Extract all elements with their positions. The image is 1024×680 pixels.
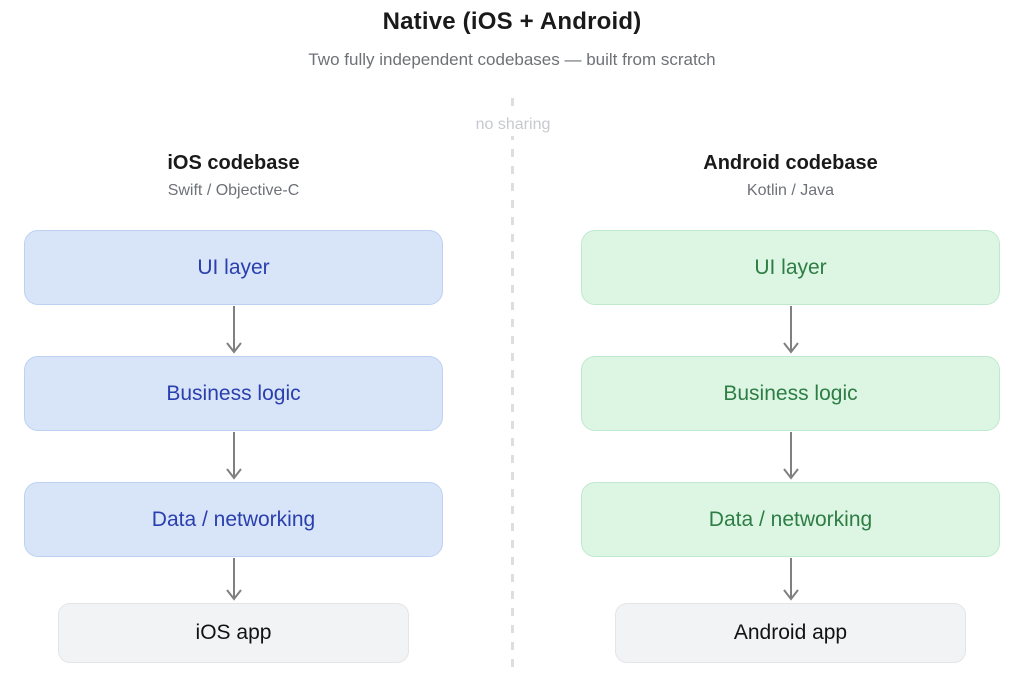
ios-data-networking-label: Data / networking bbox=[151, 507, 316, 531]
android-column-title: Android codebase bbox=[703, 152, 878, 174]
divider-dashed-line bbox=[511, 98, 514, 670]
arrow-down-icon bbox=[223, 557, 245, 603]
arrow-down-icon bbox=[223, 305, 245, 356]
android-column: Android codebase Kotlin / Java UI layer … bbox=[581, 150, 1000, 663]
android-business-logic-label: Business logic bbox=[723, 381, 858, 405]
arrow-down-icon bbox=[780, 431, 802, 482]
android-data-networking-box: Data / networking bbox=[581, 482, 1000, 557]
ios-app-box: iOS app bbox=[58, 603, 409, 663]
arrow-down-icon bbox=[780, 305, 802, 356]
diagram-title: Native (iOS + Android) bbox=[382, 8, 642, 35]
ios-business-logic-label: Business logic bbox=[166, 381, 301, 405]
ios-app-label: iOS app bbox=[195, 621, 272, 644]
diagram-subtitle: Two fully independent codebases — built … bbox=[308, 50, 716, 69]
ios-column-title: iOS codebase bbox=[167, 152, 300, 174]
ios-business-logic-box: Business logic bbox=[24, 356, 443, 431]
android-app-box: Android app bbox=[615, 603, 966, 663]
ios-column-subtitle: Swift / Objective-C bbox=[167, 182, 300, 199]
ios-data-networking-box: Data / networking bbox=[24, 482, 443, 557]
ios-ui-layer-label: UI layer bbox=[197, 255, 270, 279]
arrow-down-icon bbox=[223, 431, 245, 482]
android-data-networking-label: Data / networking bbox=[708, 507, 873, 531]
no-sharing-label: no sharing bbox=[465, 114, 561, 136]
android-ui-layer-label: UI layer bbox=[754, 255, 827, 279]
ios-ui-layer-box: UI layer bbox=[24, 230, 443, 305]
android-ui-layer-box: UI layer bbox=[581, 230, 1000, 305]
arrow-down-icon bbox=[780, 557, 802, 603]
android-business-logic-box: Business logic bbox=[581, 356, 1000, 431]
android-app-label: Android app bbox=[733, 621, 848, 644]
ios-column: iOS codebase Swift / Objective-C UI laye… bbox=[24, 150, 443, 663]
android-column-subtitle: Kotlin / Java bbox=[746, 182, 835, 199]
